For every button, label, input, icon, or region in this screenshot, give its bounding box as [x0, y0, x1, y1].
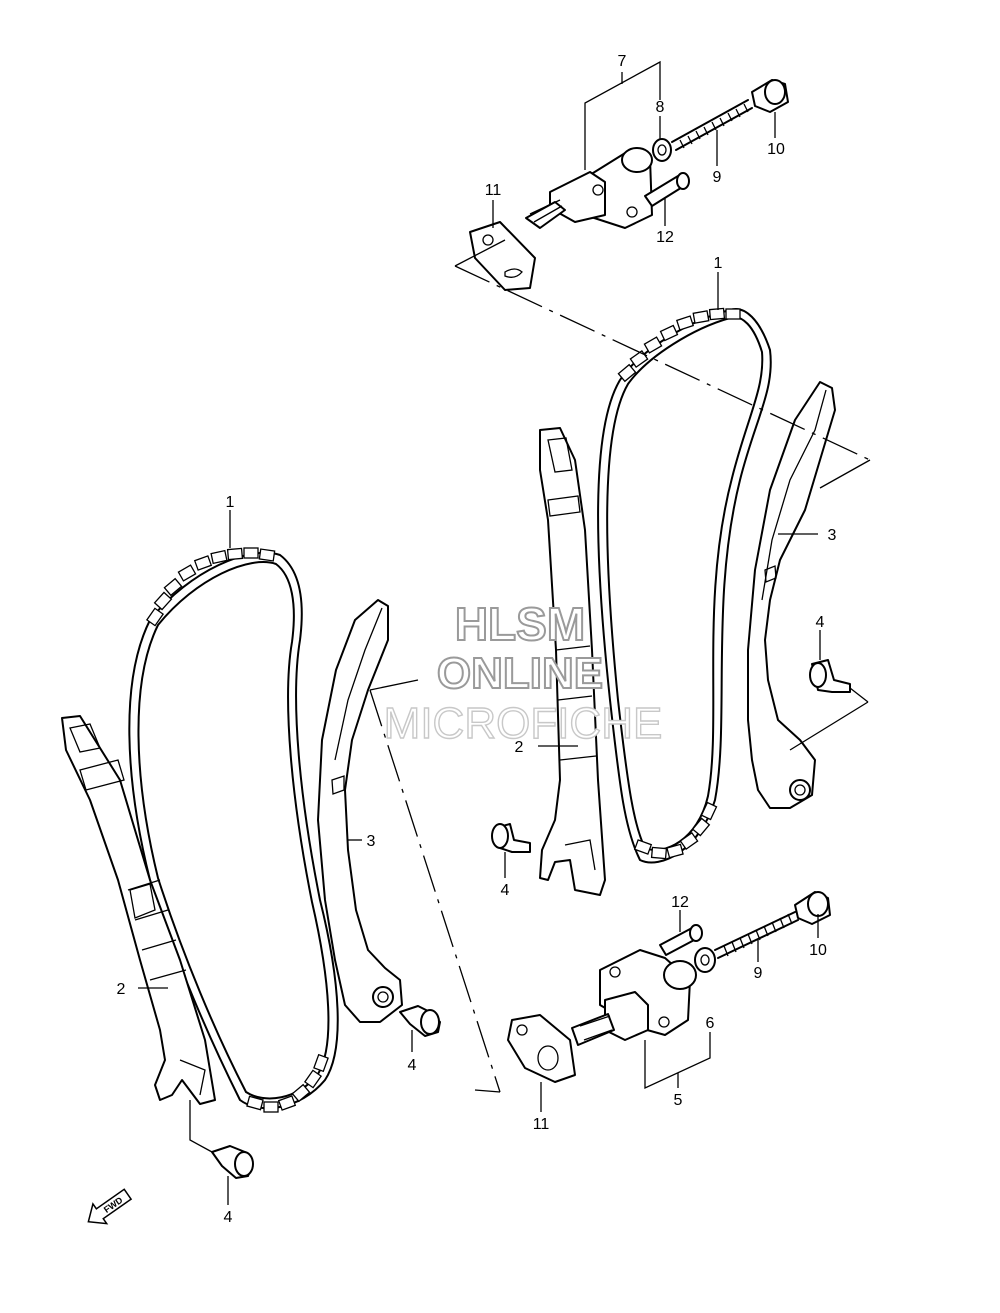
callout-3: 3	[367, 833, 376, 850]
right-cam-chain	[597, 307, 772, 864]
callout-6: 6	[706, 1015, 715, 1032]
callout-8: 8	[656, 99, 665, 116]
gasket-bottom	[507, 1014, 576, 1083]
callout-4: 4	[501, 882, 510, 899]
callout-12: 12	[656, 229, 674, 246]
left-chain-guide	[317, 599, 403, 1023]
spring-top	[671, 99, 753, 151]
tensioner-body-top	[525, 147, 653, 229]
right-guide-bolt	[809, 659, 851, 693]
callout-9: 9	[754, 965, 763, 982]
bottom-tensioner-assembly	[507, 891, 831, 1090]
bolt-small-top	[644, 172, 690, 207]
callout-leaders	[138, 112, 821, 1205]
washer-top	[652, 138, 672, 162]
callout-3: 3	[828, 527, 837, 544]
callout-11: 11	[485, 182, 502, 199]
bolt-bottom	[794, 891, 831, 925]
bolt-top	[751, 79, 789, 113]
callout-9: 9	[713, 169, 722, 186]
assembly-reference-lines	[369, 239, 871, 1093]
callout-7: 7	[618, 53, 627, 70]
callout-4: 4	[816, 614, 825, 631]
callout-10: 10	[809, 942, 827, 959]
right-chain-tensioner-guide	[539, 427, 606, 896]
fwd-arrow-icon: FWD	[87, 1188, 133, 1225]
chain-links-left-bottom	[246, 1053, 329, 1113]
callout-4: 4	[408, 1057, 417, 1074]
watermark-line-2: ONLINE	[437, 649, 603, 698]
chain-links-right-top	[617, 307, 741, 383]
right-chain-guide	[747, 381, 836, 809]
bolt-small-bottom	[659, 924, 703, 956]
tensioner-body-bottom	[571, 949, 697, 1046]
callout-12: 12	[671, 894, 689, 911]
watermark: HLSM ONLINE MICROFICHE	[383, 597, 663, 749]
callout-1: 1	[714, 255, 723, 272]
watermark-line-1: HLSM	[455, 598, 585, 650]
spring-bottom	[714, 911, 799, 959]
left-bottom-bolt	[211, 1145, 254, 1179]
chain-links-right-bottom	[633, 801, 718, 860]
callout-1: 1	[226, 494, 235, 511]
gasket-top	[469, 221, 536, 291]
center-guide-bolt	[491, 823, 531, 853]
top-tensioner-assembly	[469, 60, 789, 291]
callout-labels: 1 1 2 2 3 3 4 4 4 4 5 6 7 8 9 9 10 10 11…	[117, 53, 837, 1226]
left-guide-bolt	[399, 1005, 441, 1037]
callout-2: 2	[515, 739, 524, 756]
callout-10: 10	[767, 141, 785, 158]
chain-links-left-top	[145, 547, 276, 627]
washer-bottom	[694, 947, 716, 973]
callout-5: 5	[674, 1092, 683, 1109]
left-chain-tensioner-guide	[61, 715, 216, 1105]
callout-2: 2	[117, 981, 126, 998]
callout-4: 4	[224, 1209, 233, 1226]
callout-11: 11	[533, 1116, 550, 1133]
watermark-line-3: MICROFICHE	[384, 699, 663, 748]
